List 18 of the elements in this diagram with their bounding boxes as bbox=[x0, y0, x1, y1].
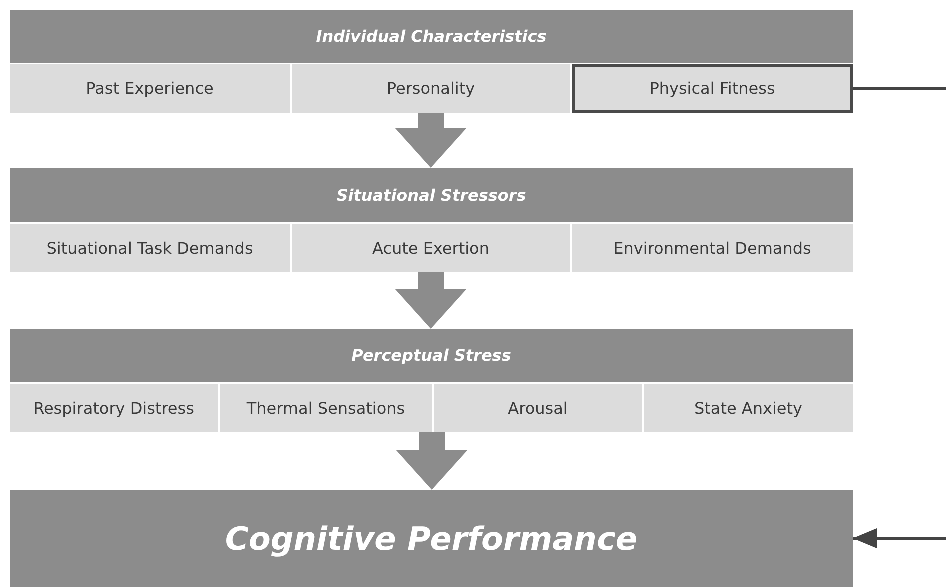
block-arrow bbox=[395, 113, 467, 168]
factor-cell: Situational Task Demands bbox=[10, 224, 290, 272]
block-arrow bbox=[395, 272, 467, 329]
factor-cell: Past Experience bbox=[10, 64, 290, 113]
factor-cell: Arousal bbox=[434, 384, 642, 432]
factor-cell: State Anxiety bbox=[644, 384, 853, 432]
factor-cell: Respiratory Distress bbox=[10, 384, 218, 432]
connector-arrow bbox=[853, 87, 946, 548]
section-header: Situational Stressors bbox=[10, 168, 853, 222]
factor-cell: Thermal Sensations bbox=[220, 384, 432, 432]
section-header: Individual Characteristics bbox=[10, 10, 853, 63]
factor-cell: Acute Exertion bbox=[292, 224, 570, 272]
block-arrow bbox=[396, 432, 468, 490]
outcome-band: Cognitive Performance bbox=[10, 490, 853, 587]
factor-cell: Environmental Demands bbox=[572, 224, 853, 272]
section-header: Perceptual Stress bbox=[10, 329, 853, 382]
highlighted-factor-cell: Physical Fitness bbox=[572, 64, 853, 113]
factor-cell: Personality bbox=[292, 64, 570, 113]
